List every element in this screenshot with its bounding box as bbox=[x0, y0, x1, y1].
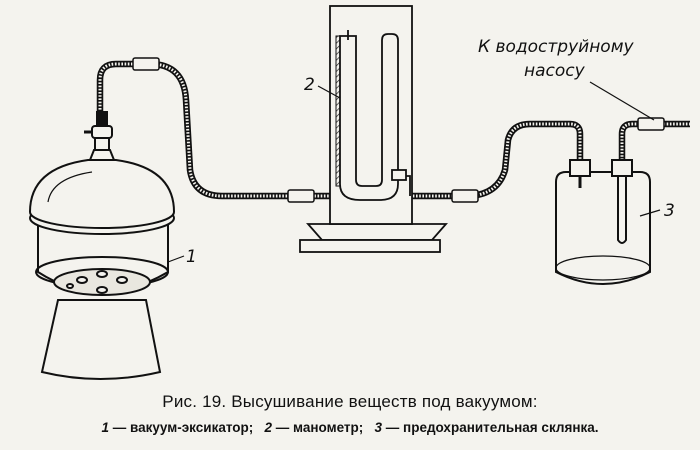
legend-num-1: 1 bbox=[101, 420, 110, 435]
legend-num-3: 3 bbox=[374, 420, 383, 435]
label-manometer: 2 bbox=[304, 75, 315, 95]
pump-note-line1: К водоструйному bbox=[478, 37, 635, 57]
label-desiccator: 1 bbox=[186, 247, 197, 267]
manometer bbox=[299, 5, 448, 253]
rubber-tubing bbox=[96, 57, 690, 203]
vacuum-desiccator bbox=[29, 111, 175, 380]
figure-caption-legend: 1 — вакуум-эксикатор; 2 — манометр; 3 — … bbox=[0, 420, 700, 435]
legend-text-3: — предохранительная склянка. bbox=[382, 420, 599, 435]
legend-num-2: 2 bbox=[264, 420, 273, 435]
safety-flask bbox=[555, 159, 651, 285]
pump-note-line2: насосу bbox=[524, 61, 586, 81]
figure-caption-title: Рис. 19. Высушивание веществ под вакуумо… bbox=[162, 392, 538, 411]
figure-labels bbox=[167, 81, 661, 263]
legend-text-2: — манометр; bbox=[272, 420, 364, 435]
legend-text-1: — вакуум-эксикатор; bbox=[109, 420, 254, 435]
label-safety-flask: 3 bbox=[664, 201, 675, 221]
